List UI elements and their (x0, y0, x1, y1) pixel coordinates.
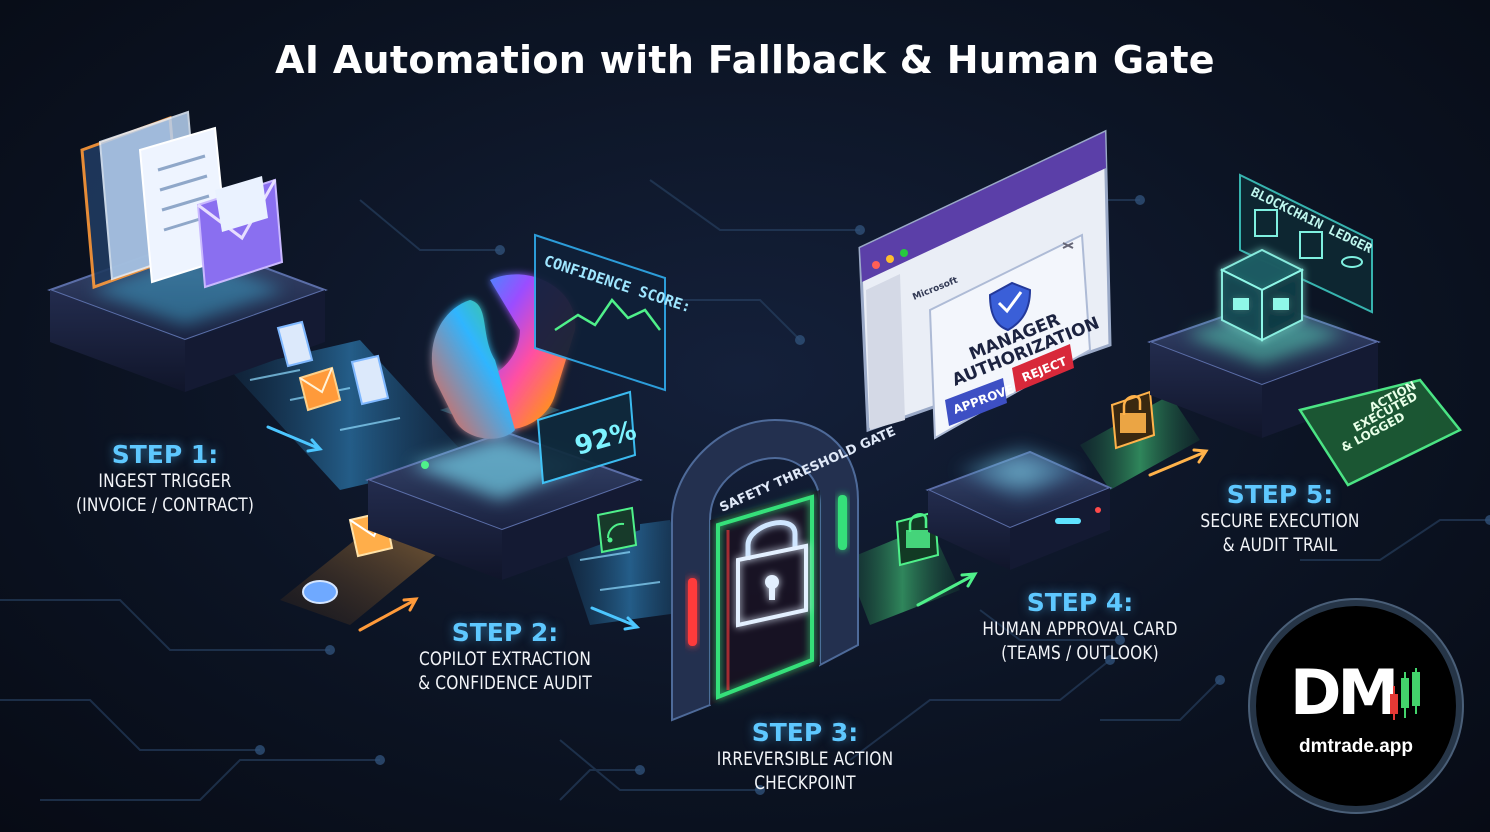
action-executed-arrow (1298, 378, 1462, 487)
step-2-heading: STEP 2: (451, 618, 559, 647)
step-3-label: STEP 3: IRREVERSIBLE ACTION CHECKPOINT (670, 718, 940, 795)
step-1-line-2: (INVOICE / CONTRACT) (75, 494, 255, 516)
circuit-traces (0, 179, 1490, 801)
step-4-line-1: HUMAN APPROVAL CARD (982, 618, 1178, 640)
document-icon (80, 110, 230, 290)
mail-icon-1 (298, 366, 342, 412)
step-3-heading: STEP 3: (751, 718, 859, 747)
step-5-heading: STEP 5: (1226, 480, 1334, 509)
manager-auth-card (928, 233, 1092, 440)
feed-icon (596, 506, 638, 554)
page-title: AI Automation with Fallback & Human Gate (275, 38, 1215, 82)
step-5-line-1: SECURE EXECUTION (1200, 510, 1360, 532)
shield-check-icon (988, 281, 1032, 332)
confidence-panel (534, 233, 666, 485)
step-2-line-1: COPILOT EXTRACTION (418, 648, 592, 670)
dmtrade-logo-badge: DM dmtrade.app (1250, 600, 1462, 812)
step-1-heading: STEP 1: (111, 440, 219, 469)
blockchain-cube-icon (1219, 248, 1305, 342)
lock-icon-orange (1110, 390, 1156, 450)
candlestick-icon (1390, 668, 1420, 720)
file-icon-1 (276, 320, 314, 368)
step-2-label: STEP 2: COPILOT EXTRACTION & CONFIDENCE … (370, 618, 640, 695)
step-4-line-2: (TEAMS / OUTLOOK) (1001, 642, 1159, 664)
step-1-label: STEP 1: INGEST TRIGGER (INVOICE / CONTRA… (30, 440, 300, 517)
step-4-label: STEP 4: HUMAN APPROVAL CARD (TEAMS / OUT… (945, 588, 1215, 665)
step-5-line-2: & AUDIT TRAIL (1222, 534, 1338, 556)
step-2-line-2: & CONFIDENCE AUDIT (418, 672, 592, 694)
step-3-line-2: CHECKPOINT (754, 772, 856, 794)
logo-mark: DM (1290, 656, 1399, 729)
approval-station (925, 445, 1113, 570)
ingest-station (47, 110, 328, 392)
padlock-icon (736, 520, 808, 628)
step-3-line-1: IRREVERSIBLE ACTION (716, 748, 894, 770)
track-streaks (249, 369, 661, 591)
shield-token-icon (302, 580, 338, 604)
logo-url: dmtrade.app (1298, 736, 1414, 757)
step-4-heading: STEP 4: (1026, 588, 1134, 617)
step-1-line-1: INGEST TRIGGER (98, 470, 232, 492)
file-icon-2 (350, 354, 390, 406)
step-5-label: STEP 5: SECURE EXECUTION & AUDIT TRAIL (1145, 480, 1415, 557)
envelope-icon (196, 176, 284, 289)
flow-arrows (266, 425, 1209, 632)
ledger-panel (1239, 173, 1373, 314)
circuit-nodes (255, 195, 1490, 795)
lock-icon-green (895, 510, 940, 567)
